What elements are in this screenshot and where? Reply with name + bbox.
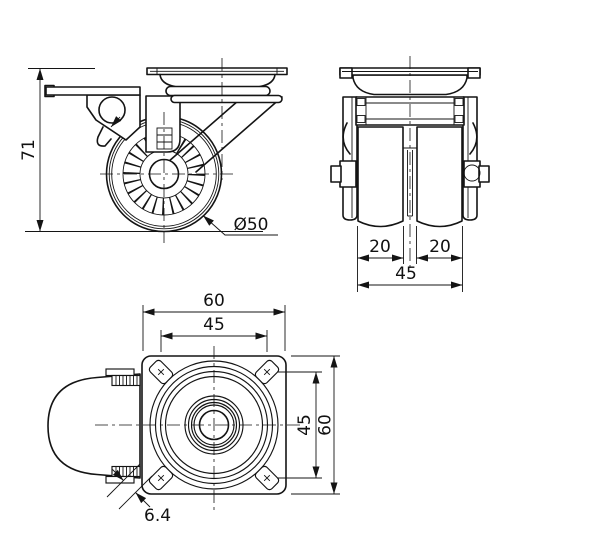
dim-overall-height: 71 [19, 68, 263, 232]
twin-wheels [357, 126, 463, 228]
top-view: 60 45 45 60 6.4 [47, 291, 340, 526]
brake-pin [110, 116, 122, 128]
dim-hole-spacing-horizontal: 45 [160, 315, 268, 352]
dim-plate-depth: 60 [291, 355, 340, 495]
dim-label-plate-depth: 60 [316, 414, 336, 436]
dim-mounting-hole-size: 6.4 [106, 463, 171, 526]
brake-arm-right [469, 122, 478, 155]
brake-hub-hardware [330, 160, 490, 188]
side-centerlines [100, 58, 234, 243]
dim-label-height: 71 [19, 139, 39, 161]
dim-label-hole-size: 6.4 [144, 506, 171, 526]
swivel-dome [159, 73, 276, 88]
side-top-plate [146, 67, 288, 104]
dim-hole-spacing-vertical: 45 [277, 371, 322, 479]
side-view: 71 Ø50 [19, 58, 288, 243]
dim-label-wheel-width-left: 20 [369, 237, 391, 257]
swivel-race-upper [165, 85, 271, 97]
dim-wheel-widths: 20 20 45 [357, 226, 463, 292]
dim-plate-width: 60 [142, 291, 286, 351]
dim-label-wheel-diameter: Ø50 [233, 215, 268, 235]
fork-side-panel [145, 95, 181, 153]
dim-wheel-diameter: Ø50 [202, 215, 278, 236]
brake-pivot [98, 96, 126, 124]
brake-lever [45, 86, 141, 96]
brake-mechanism [44, 84, 141, 147]
dim-label-wheel-width-right: 20 [429, 237, 451, 257]
brake-arm-left [342, 122, 351, 155]
dim-label-plate-width: 60 [203, 291, 225, 311]
plan-centerlines [95, 346, 300, 512]
wheel-right [416, 126, 463, 228]
dim-label-total-width: 45 [395, 264, 417, 284]
front-fork-legs [342, 96, 478, 221]
wheel-left [357, 126, 404, 228]
brake-hook [96, 126, 112, 147]
dim-label-hole-spacing-h: 45 [203, 315, 225, 335]
front-view: 20 20 45 [330, 56, 490, 292]
fork-panel-detail [156, 127, 173, 150]
dim-label-hole-spacing-v: 45 [295, 414, 315, 436]
mounting-holes [148, 359, 280, 491]
center-hub [403, 147, 417, 217]
wheel-plan-outline [47, 373, 141, 479]
swivel-race-lower [170, 94, 283, 104]
